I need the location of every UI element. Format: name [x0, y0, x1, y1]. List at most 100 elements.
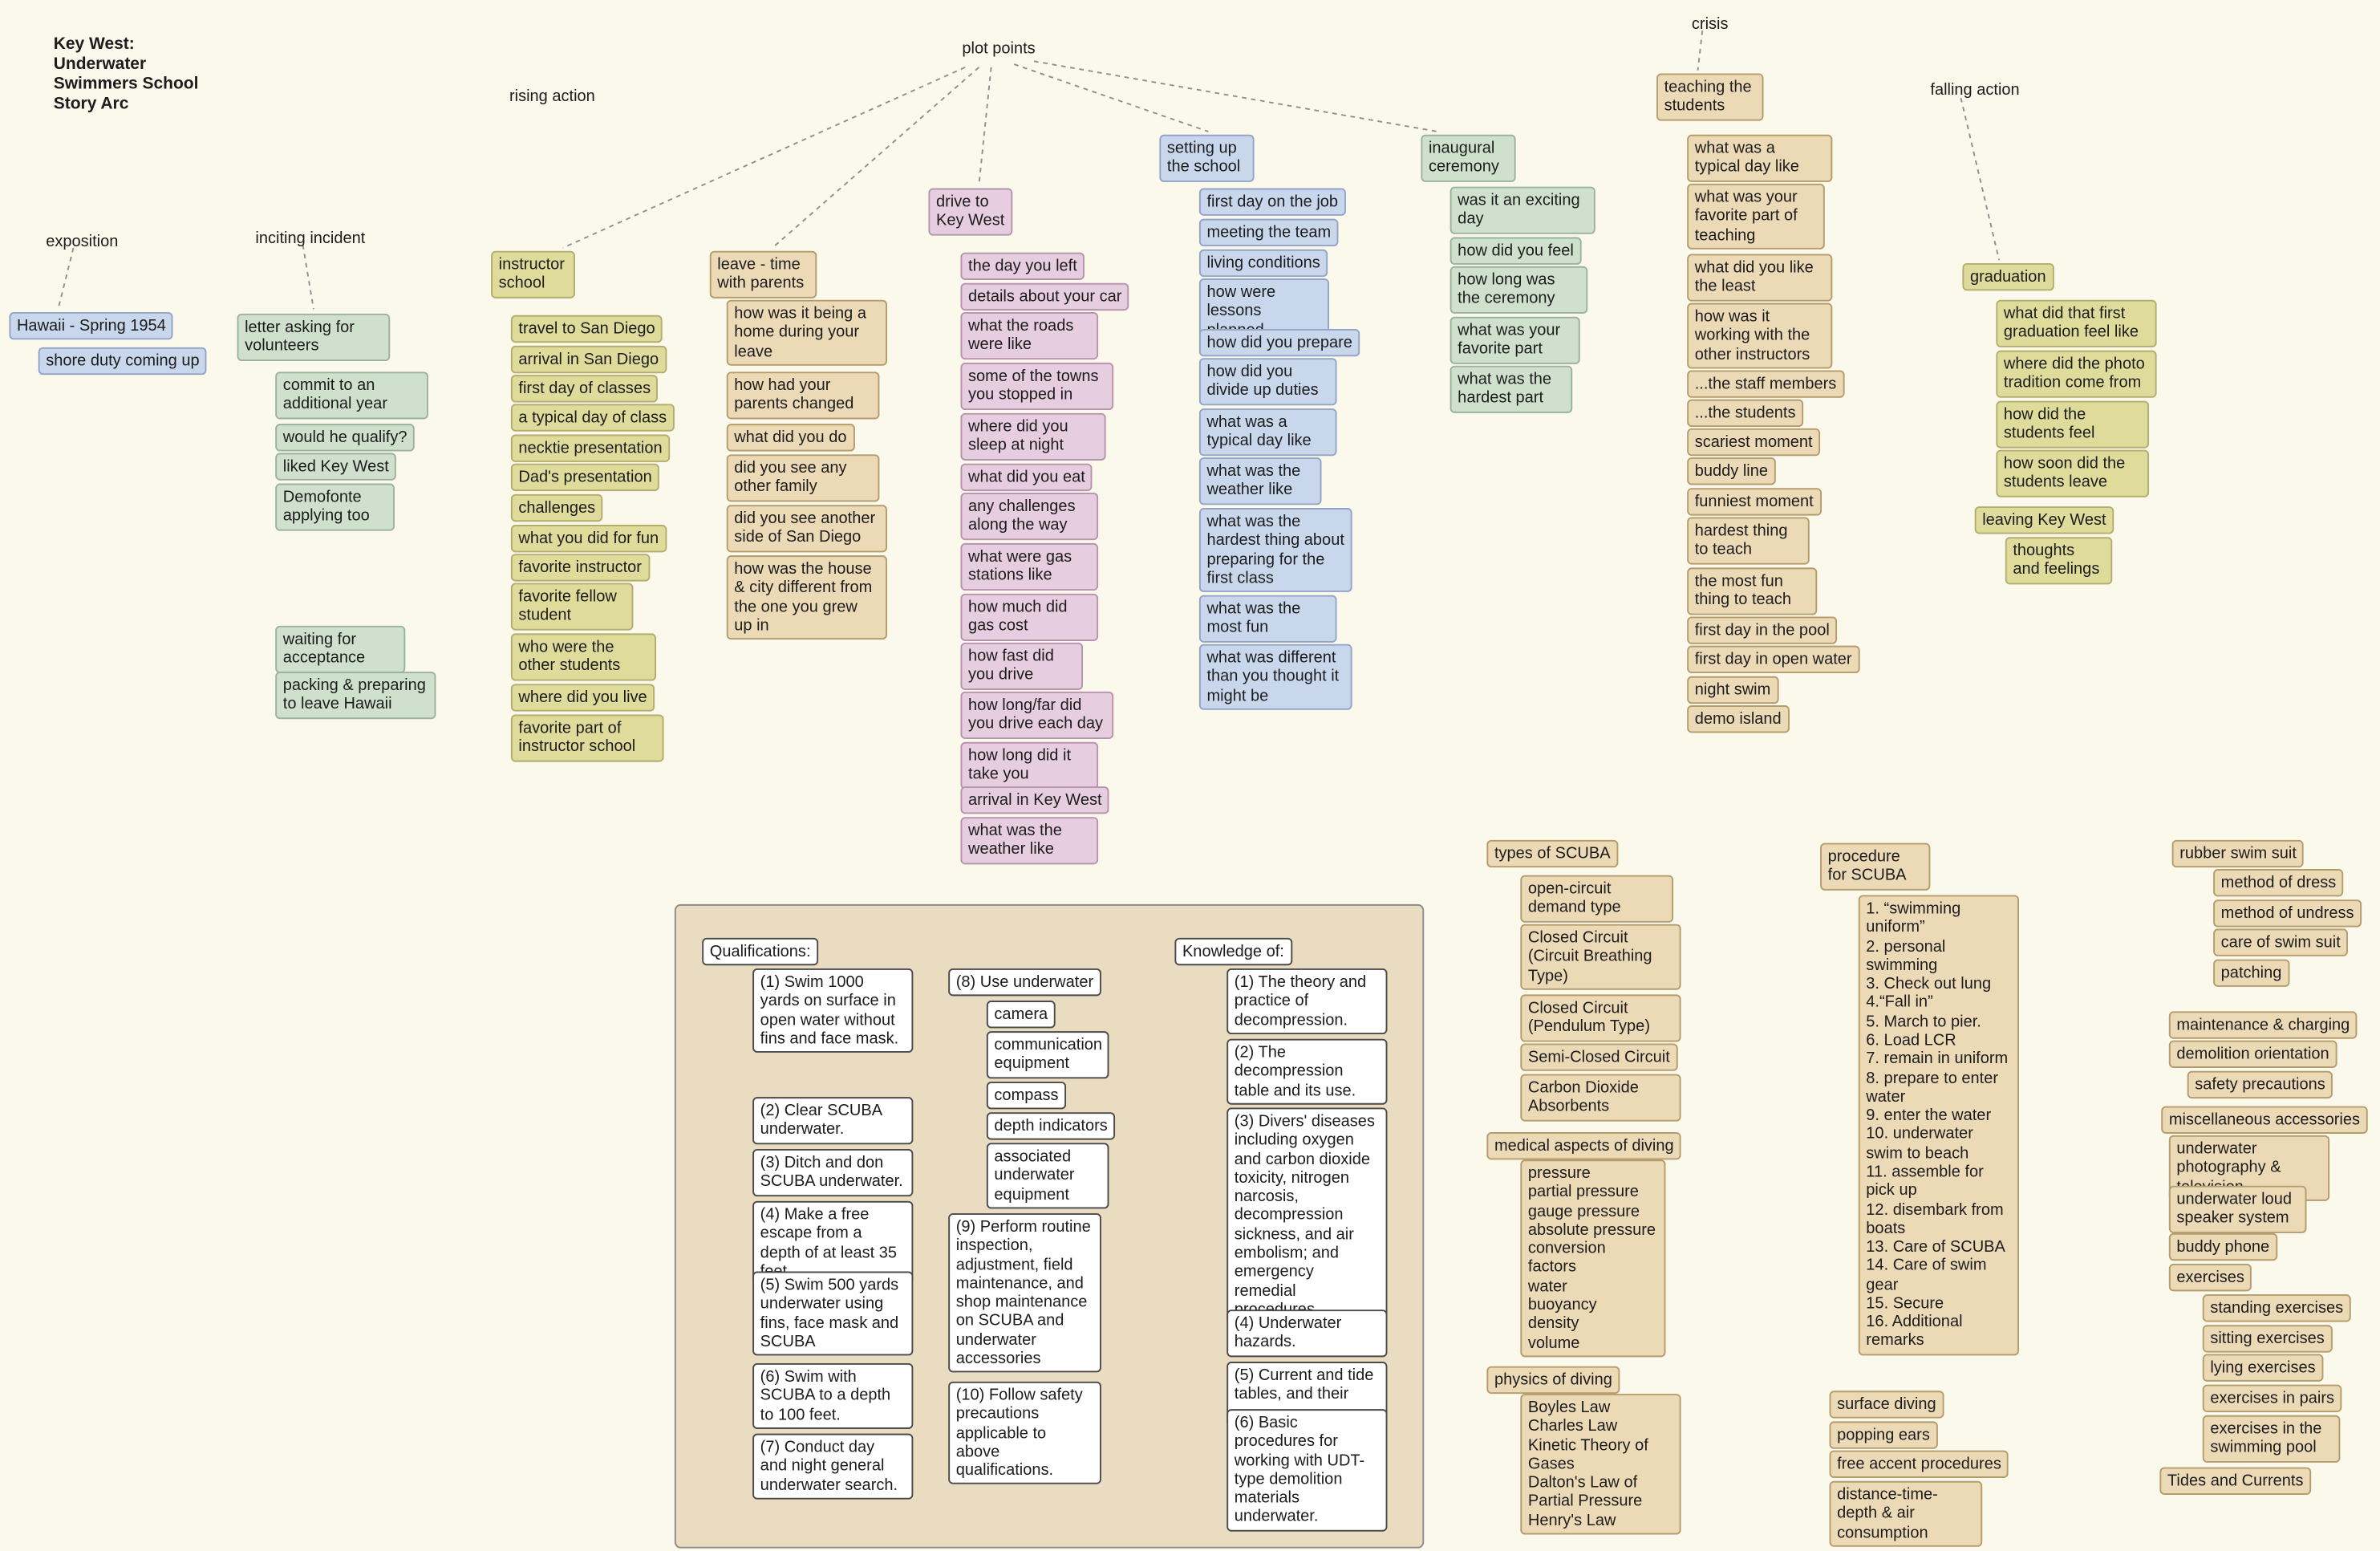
note-what-you-did-for-fun[interactable]: what you did for fun	[510, 525, 667, 553]
note-exercises-in-the-swimming-pool[interactable]: exercises in the swimming pool	[2202, 1415, 2341, 1463]
note-demofonte-applying-too[interactable]: Demofonte applying too	[275, 483, 395, 530]
note-6-basic-procedures-for-working[interactable]: (6) Basic procedures for working with UD…	[1226, 1409, 1388, 1532]
note-who-were-the-other-students[interactable]: who were the other students	[510, 633, 657, 680]
note-where-did-you-live[interactable]: where did you live	[510, 684, 655, 713]
label-plot-points[interactable]: plot points	[962, 39, 1036, 59]
note-how-much-did-gas-cost[interactable]: how much did gas cost	[960, 593, 1099, 641]
note-how-did-you-prepare[interactable]: how did you prepare	[1198, 328, 1360, 357]
note-the-staff-members[interactable]: ...the staff members	[1687, 370, 1844, 399]
note-open-circuit-demand-type[interactable]: open-circuit demand type	[1520, 875, 1674, 922]
note-first-day-in-open-water[interactable]: first day in open water	[1687, 645, 1860, 674]
note-distance-time-depth-air-consumption[interactable]: distance-time-depth & air consumption	[1829, 1480, 1983, 1547]
note-qualifications[interactable]: Qualifications:	[702, 937, 819, 966]
note-5-swim-500-yards-underwater[interactable]: (5) Swim 500 yards underwater using fins…	[752, 1271, 914, 1356]
note-how-fast-did-you-drive[interactable]: how fast did you drive	[960, 642, 1084, 690]
note-what-were-gas-stations-like[interactable]: what were gas stations like	[960, 542, 1099, 591]
note-the-students[interactable]: ...the students	[1687, 399, 1804, 428]
note-demolition-orientation[interactable]: demolition orientation	[2168, 1040, 2337, 1069]
note-travel-to-san-diego[interactable]: travel to San Diego	[510, 315, 663, 343]
note-9-perform-routine-inspection-adjustment[interactable]: (9) Perform routine inspection, adjustme…	[948, 1213, 1101, 1373]
note-1-swimming-uniform-2-personal[interactable]: 1. “swimming uniform” 2. personal swimmi…	[1858, 895, 2019, 1355]
note-rubber-swim-suit[interactable]: rubber swim suit	[2171, 839, 2305, 868]
note-packing-preparing-to-leave-hawaii[interactable]: packing & preparing to leave Hawaii	[275, 672, 436, 719]
note-graduation[interactable]: graduation	[1962, 262, 2054, 291]
note-letter-asking-for-volunteers[interactable]: letter asking for volunteers	[237, 313, 391, 361]
note-10-follow-safety-precautions-applicable[interactable]: (10) Follow safety precautions applicabl…	[948, 1381, 1101, 1485]
note-the-most-fun-thing-to[interactable]: the most fun thing to teach	[1687, 567, 1818, 615]
note-favorite-part-of-instructor-school[interactable]: favorite part of instructor school	[510, 714, 664, 761]
note-2-the-decompression-table-and[interactable]: (2) The decompression table and its use.	[1226, 1038, 1388, 1105]
note-living-conditions[interactable]: living conditions	[1198, 249, 1328, 278]
note-first-day-in-the-pool[interactable]: first day in the pool	[1687, 616, 1838, 645]
note-knowledge-of[interactable]: Knowledge of:	[1174, 937, 1292, 966]
note-how-was-it-being-a[interactable]: how was it being a home during your leav…	[726, 299, 887, 366]
note-leaving-key-west[interactable]: leaving Key West	[1974, 506, 2114, 535]
note-what-did-you-like-the[interactable]: what did you like the least	[1687, 254, 1833, 301]
note-underwater-loud-speaker-system[interactable]: underwater loud speaker system	[2168, 1185, 2307, 1233]
note-how-long-was-the-ceremony[interactable]: how long was the ceremony	[1449, 266, 1588, 314]
note-2-clear-scuba-underwater[interactable]: (2) Clear SCUBA underwater.	[752, 1097, 914, 1144]
note-demo-island[interactable]: demo island	[1687, 705, 1790, 733]
note-how-did-you-divide-up[interactable]: how did you divide up duties	[1198, 358, 1337, 405]
note-what-did-you-eat[interactable]: what did you eat	[960, 463, 1093, 492]
note-what-was-a-typical-day[interactable]: what was a typical day like	[1687, 134, 1833, 182]
note-funniest-moment[interactable]: funniest moment	[1687, 488, 1822, 517]
note-closed-circuit-pendulum-type[interactable]: Closed Circuit (Pendulum Type)	[1520, 994, 1681, 1041]
label-exposition[interactable]: exposition	[46, 232, 119, 251]
note-how-long-did-it-take[interactable]: how long did it take you	[960, 741, 1099, 790]
note-semi-closed-circuit[interactable]: Semi-Closed Circuit	[1520, 1043, 1678, 1072]
note-exercises-in-pairs[interactable]: exercises in pairs	[2202, 1384, 2342, 1413]
note-where-did-the-photo-tradition[interactable]: where did the photo tradition come from	[1996, 350, 2157, 397]
note-types-of-scuba[interactable]: types of SCUBA	[1486, 839, 1619, 868]
note-8-use-underwater[interactable]: (8) Use underwater	[948, 968, 1101, 997]
note-sitting-exercises[interactable]: sitting exercises	[2202, 1325, 2333, 1354]
label-rising-action[interactable]: rising action	[509, 87, 595, 106]
note-4-underwater-hazards[interactable]: (4) Underwater hazards.	[1226, 1309, 1388, 1357]
note-did-you-see-another-side[interactable]: did you see another side of San Diego	[726, 505, 887, 552]
note-liked-key-west[interactable]: liked Key West	[275, 453, 397, 481]
note-what-the-roads-were-like[interactable]: what the roads were like	[960, 311, 1099, 359]
note-boyles-law-charles-law-kinetic[interactable]: Boyles Law Charles Law Kinetic Theory of…	[1520, 1394, 1681, 1535]
note-teaching-the-students[interactable]: teaching the students	[1656, 73, 1764, 120]
map-title[interactable]: Key West: Underwater Swimmers School Sto…	[53, 35, 199, 113]
note-any-challenges-along-the-way[interactable]: any challenges along the way	[960, 492, 1099, 540]
note-meeting-the-team[interactable]: meeting the team	[1198, 218, 1339, 247]
note-1-the-theory-and-practice[interactable]: (1) The theory and practice of decompres…	[1226, 968, 1388, 1034]
note-what-was-the-weather-like[interactable]: what was the weather like	[960, 817, 1099, 864]
note-what-was-a-typical-day[interactable]: what was a typical day like	[1198, 408, 1337, 456]
note-tides-and-currents[interactable]: Tides and Currents	[2159, 1467, 2311, 1496]
note-what-did-that-first-graduation[interactable]: what did that first graduation feel like	[1996, 299, 2157, 347]
note-first-day-on-the-job[interactable]: first day on the job	[1198, 188, 1346, 217]
note-associated-underwater-equipment[interactable]: associated underwater equipment	[986, 1143, 1109, 1209]
note-what-was-your-favorite-part[interactable]: what was your favorite part	[1449, 316, 1580, 363]
note-carbon-dioxide-absorbents[interactable]: Carbon Dioxide Absorbents	[1520, 1074, 1681, 1121]
note-shore-duty-coming-up[interactable]: shore duty coming up	[38, 347, 208, 376]
note-method-of-dress[interactable]: method of dress	[2213, 869, 2344, 897]
note-hawaii-spring-1954[interactable]: Hawaii - Spring 1954	[9, 311, 174, 340]
note-a-typical-day-of-class[interactable]: a typical day of class	[510, 404, 675, 432]
note-miscellaneous-accessories[interactable]: miscellaneous accessories	[2161, 1106, 2368, 1135]
note-scariest-moment[interactable]: scariest moment	[1687, 428, 1821, 457]
note-arrival-in-key-west[interactable]: arrival in Key West	[960, 786, 1110, 814]
note-what-was-the-hardest-thing[interactable]: what was the hardest thing about prepari…	[1198, 508, 1352, 593]
note-challenges[interactable]: challenges	[510, 493, 603, 522]
note-closed-circuit-circuit-breathing-type[interactable]: Closed Circuit (Circuit Breathing Type)	[1520, 924, 1681, 990]
note-commit-to-an-additional-year[interactable]: commit to an additional year	[275, 372, 428, 419]
label-inciting-incident[interactable]: inciting incident	[255, 229, 366, 248]
note-dad-s-presentation[interactable]: Dad's presentation	[510, 463, 660, 492]
note-first-day-of-classes[interactable]: first day of classes	[510, 375, 659, 404]
note-how-long-far-did-you[interactable]: how long/far did you drive each day	[960, 691, 1114, 739]
note-arrival-in-san-diego[interactable]: arrival in San Diego	[510, 345, 667, 374]
label-falling-action[interactable]: falling action	[1930, 81, 2020, 99]
note-buddy-phone[interactable]: buddy phone	[2168, 1232, 2277, 1261]
note-maintenance-charging[interactable]: maintenance & charging	[2168, 1011, 2358, 1040]
note-thoughts-and-feelings[interactable]: thoughts and feelings	[2005, 537, 2113, 584]
note-free-accent-procedures[interactable]: free accent procedures	[1829, 1450, 2009, 1479]
note-how-did-you-feel[interactable]: how did you feel	[1449, 237, 1582, 266]
note-how-was-the-house-city[interactable]: how was the house & city different from …	[726, 555, 887, 640]
note-what-was-different-than-you[interactable]: what was different than you thought it m…	[1198, 644, 1352, 710]
note-physics-of-diving[interactable]: physics of diving	[1486, 1366, 1620, 1395]
note-what-was-the-most-fun[interactable]: what was the most fun	[1198, 595, 1337, 643]
note-lying-exercises[interactable]: lying exercises	[2202, 1354, 2324, 1383]
